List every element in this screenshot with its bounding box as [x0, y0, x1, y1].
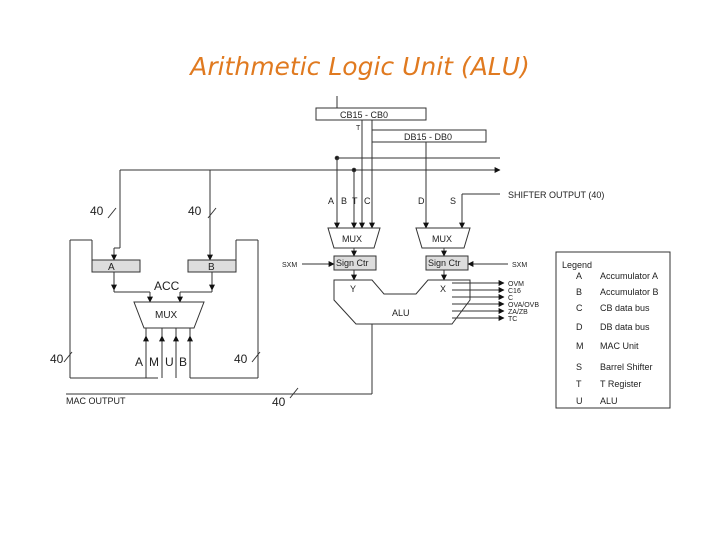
- flag-label: OVM: [508, 281, 524, 288]
- legend-value: T Register: [600, 379, 641, 389]
- mux-x-input-a: A: [328, 196, 334, 206]
- mux-y: [415, 227, 471, 249]
- mac-output-label: MAC OUTPUT: [66, 396, 126, 406]
- input-m-label: M: [149, 355, 159, 369]
- shifter-output-label: SHIFTER OUTPUT (40): [508, 190, 604, 200]
- legend-key: T: [576, 379, 582, 389]
- mux-acc-label: MUX: [155, 310, 178, 321]
- acc-label: ACC: [154, 279, 180, 293]
- bus-width-label: 40: [188, 204, 202, 218]
- sign-ctr-left-label: Sign Ctr: [336, 258, 369, 268]
- mux-x: [327, 227, 381, 249]
- cb-bus-box: [315, 107, 427, 121]
- input-u-label: U: [165, 355, 174, 369]
- alu-y-label: Y: [350, 284, 356, 294]
- legend-value: Barrel Shifter: [600, 362, 653, 372]
- mux-y-label: MUX: [432, 234, 452, 244]
- mux-y-input-s: S: [450, 196, 456, 206]
- alu-block: [333, 279, 471, 325]
- flag-label: ZA/ZB: [508, 309, 528, 316]
- mux-y-input-d: D: [418, 196, 425, 206]
- register-a: [91, 259, 141, 273]
- legend-value: ALU: [600, 396, 618, 406]
- legend-key: A: [576, 271, 582, 281]
- sxm-right-label: SXM: [512, 262, 527, 269]
- legend: Legend A Accumulator A B Accumulator B C…: [562, 260, 659, 406]
- sxm-left-label: SXM: [282, 262, 297, 269]
- page-title: Arithmetic Logic Unit (ALU): [190, 52, 530, 81]
- legend-box: [555, 251, 671, 409]
- legend-title: Legend: [562, 260, 592, 270]
- bus-width-label: 40: [272, 395, 286, 409]
- mux-x-input-c: C: [364, 196, 371, 206]
- sign-ctr-right-label: Sign Ctr: [428, 258, 461, 268]
- cb-bus-label: CB15 - CB0: [340, 110, 388, 120]
- register-b-label: B: [208, 262, 215, 273]
- mux-x-input-b: B: [341, 196, 347, 206]
- bus-width-label: 40: [90, 204, 104, 218]
- legend-value: CB data bus: [600, 303, 650, 313]
- mux-x-input-t: T: [352, 196, 358, 206]
- flag-label: C: [508, 295, 513, 302]
- legend-value: MAC Unit: [600, 341, 639, 351]
- legend-value: DB data bus: [600, 322, 650, 332]
- mux-x-label: MUX: [342, 234, 362, 244]
- flag-label: TC: [508, 316, 517, 323]
- wires: [63, 96, 671, 409]
- legend-key: M: [576, 341, 584, 351]
- legend-key: U: [576, 396, 583, 406]
- alu-label: ALU: [392, 308, 410, 318]
- bus-width-label: 40: [234, 352, 248, 366]
- input-a-label: A: [135, 355, 143, 369]
- legend-value: Accumulator A: [600, 271, 658, 281]
- t-register-label: T: [356, 125, 361, 132]
- alu-x-label: X: [440, 284, 446, 294]
- flag-label: OVA/OVB: [508, 302, 539, 309]
- legend-key: D: [576, 322, 583, 332]
- bus-width-label: 40: [50, 352, 64, 366]
- legend-key: C: [576, 303, 583, 313]
- legend-key: B: [576, 287, 582, 297]
- register-a-label: A: [108, 262, 115, 273]
- legend-value: Accumulator B: [600, 287, 659, 297]
- mux-acc: [133, 301, 205, 329]
- legend-key: S: [576, 362, 582, 372]
- input-b-label: B: [179, 355, 187, 369]
- flag-label: C16: [508, 288, 521, 295]
- alu-flags: OVM C16 C OVA/OVB ZA/ZB TC: [508, 281, 539, 323]
- db-bus-label: DB15 - DB0: [404, 132, 452, 142]
